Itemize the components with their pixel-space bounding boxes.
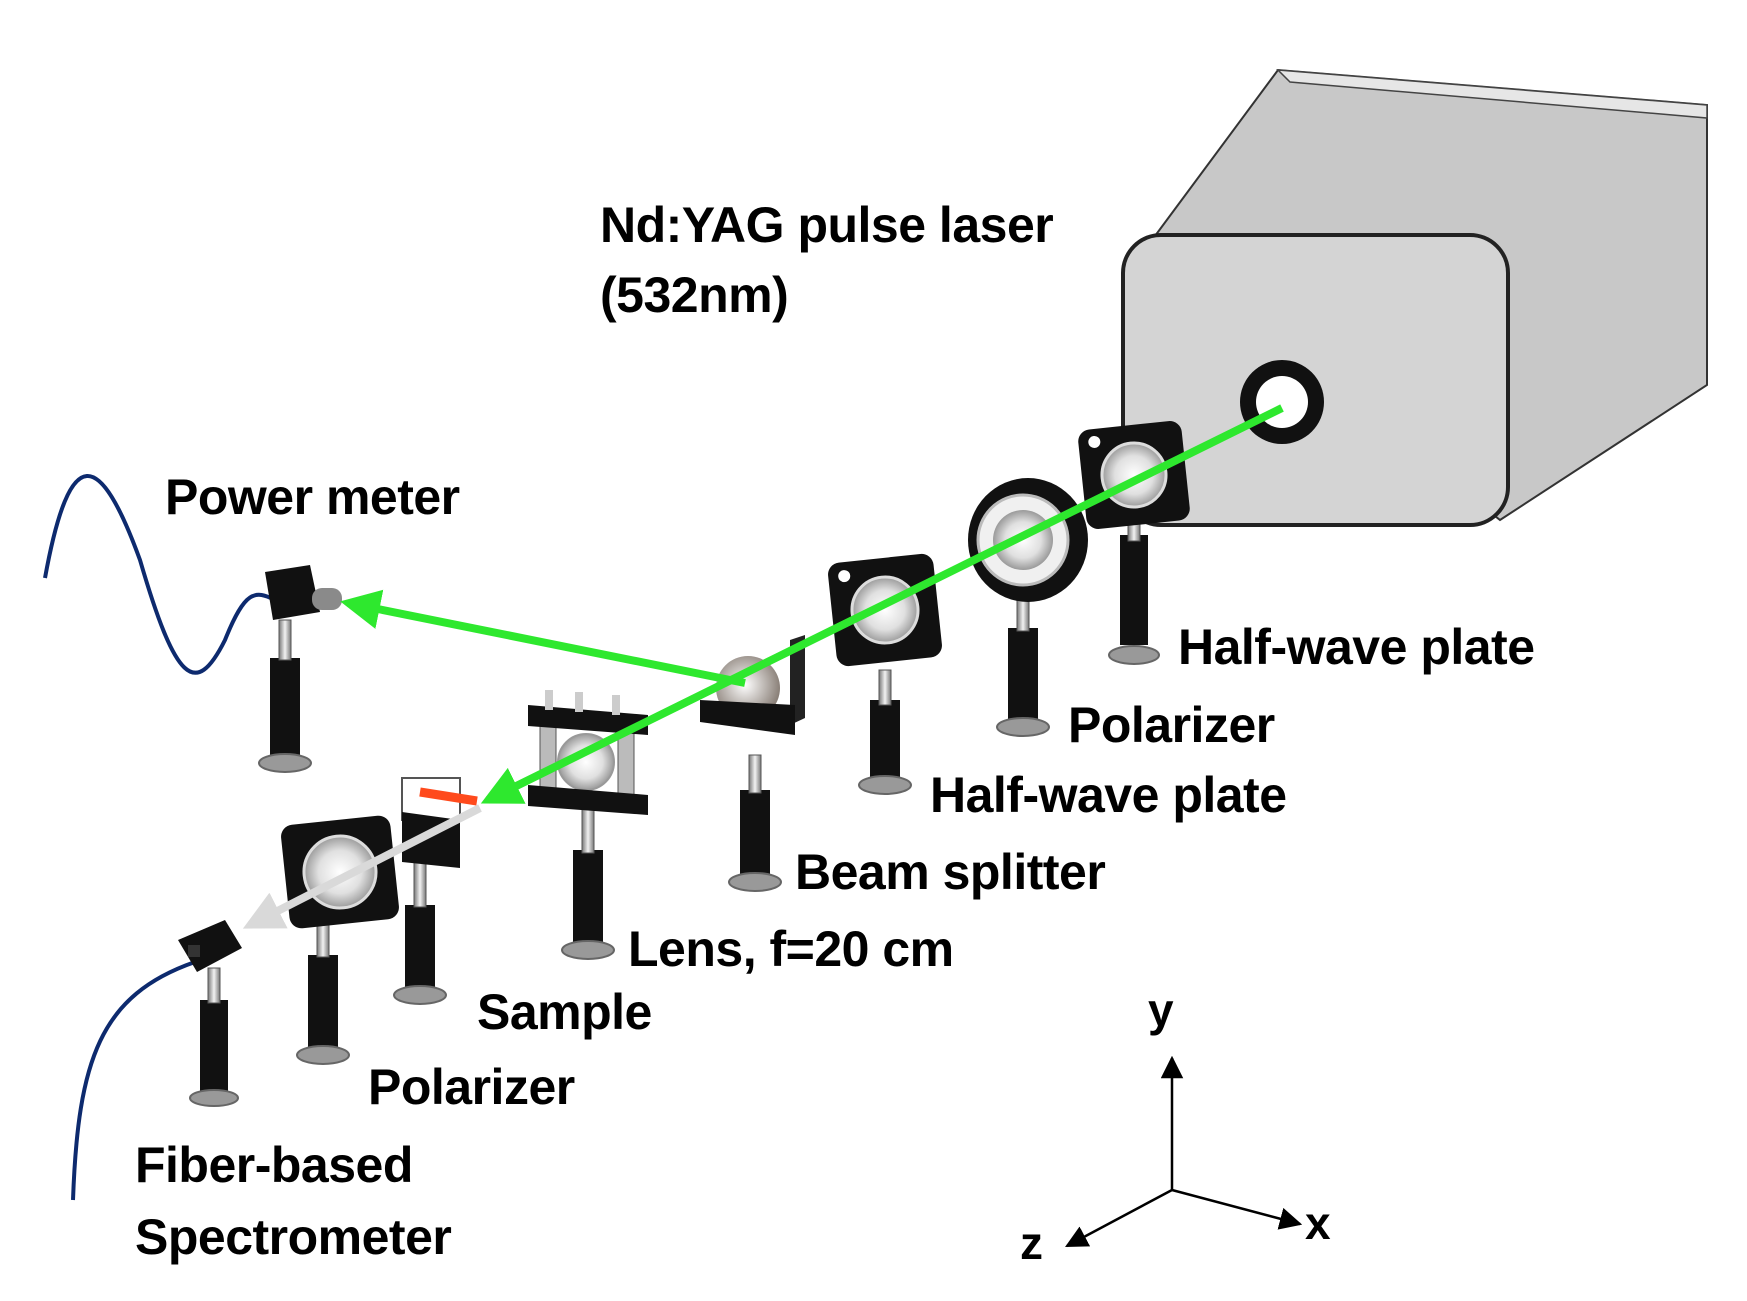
spectrometer-head (178, 920, 242, 1107)
nd-yag-laser (1121, 68, 1708, 527)
z-axis-label: z (1020, 1217, 1043, 1269)
sample-label: Sample (477, 984, 652, 1040)
half-wave-plate-2-label: Half-wave plate (930, 767, 1287, 823)
half-wave-plate-1-mount (1078, 421, 1190, 665)
x-axis (1171, 1188, 1303, 1230)
y-axis-label: y (1148, 984, 1174, 1036)
power-meter (258, 565, 342, 773)
spectrometer-fiber-cable (71, 960, 196, 1201)
laser-beam-main (480, 404, 1284, 804)
lens-label: Lens, f=20 cm (628, 921, 954, 977)
polarizer-2-mount (281, 815, 399, 1065)
power-meter-cable (43, 474, 276, 675)
beam-splitter-mount (700, 635, 805, 892)
power-meter-label: Power meter (165, 469, 460, 525)
spectrometer-label-line1: Fiber-based (135, 1137, 413, 1193)
half-wave-plate-1-label: Half-wave plate (1178, 619, 1535, 675)
coordinate-axes (1065, 1055, 1303, 1248)
laser-wavelength-label: (532nm) (600, 267, 789, 323)
sample (419, 787, 478, 806)
z-axis (1065, 1188, 1173, 1248)
transmitted-beam (242, 804, 482, 929)
beam-splitter-label: Beam splitter (795, 844, 1106, 900)
sample-holder (393, 777, 461, 1005)
x-axis-label: x (1305, 1197, 1331, 1249)
laser-name-label: Nd:YAG pulse laser (600, 197, 1054, 253)
laser-beam-reflected (340, 589, 746, 687)
polarizer-1-label: Polarizer (1068, 697, 1275, 753)
polarizer-2-label: Polarizer (368, 1059, 575, 1115)
half-wave-plate-2-mount (828, 553, 942, 795)
spectrometer-label-line2: Spectrometer (135, 1209, 452, 1265)
